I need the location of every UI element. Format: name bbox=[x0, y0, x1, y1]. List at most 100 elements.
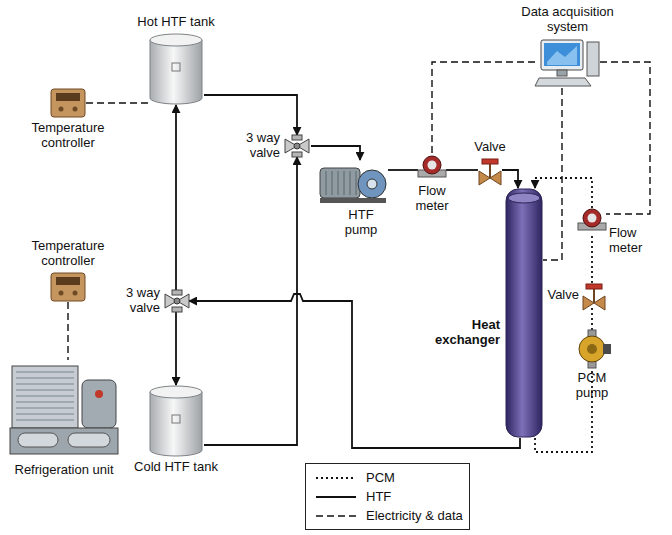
htf-pump-icon bbox=[318, 160, 388, 205]
screen bbox=[544, 43, 580, 66]
pump-base bbox=[320, 198, 386, 203]
motor-fin bbox=[356, 171, 357, 195]
htf-pipe bbox=[204, 95, 297, 135]
component-label: 3 way valve bbox=[118, 286, 160, 316]
motor-fin bbox=[338, 171, 339, 195]
data-cable bbox=[432, 62, 535, 155]
valve-core bbox=[294, 143, 300, 149]
heat-exchanger: Heat exchanger bbox=[505, 188, 543, 438]
controller-button bbox=[73, 107, 78, 112]
component-label: Valve bbox=[468, 140, 512, 155]
controller-display bbox=[56, 93, 80, 101]
valve-handle bbox=[482, 159, 498, 164]
three-way-valve-icon bbox=[283, 135, 311, 157]
htf-pipe bbox=[189, 294, 520, 448]
valve-body bbox=[594, 296, 605, 310]
tank-window bbox=[172, 63, 180, 71]
tank-window bbox=[172, 415, 180, 423]
meter-head bbox=[423, 156, 441, 174]
coil-line bbox=[16, 408, 74, 409]
valve-port bbox=[292, 152, 302, 157]
htf-pipe bbox=[388, 169, 418, 171]
pcm-pipe bbox=[535, 178, 592, 208]
meter-head bbox=[583, 209, 601, 227]
temperature-controller-icon bbox=[50, 272, 86, 302]
coil-line bbox=[16, 396, 74, 397]
pump-housing bbox=[358, 170, 386, 198]
component-label: Refrigeration unit bbox=[14, 463, 114, 478]
computer-icon: Data acquisition system bbox=[535, 38, 600, 88]
motor-fin bbox=[326, 171, 327, 195]
pcm-pump: PCM pump bbox=[572, 330, 612, 368]
tank-top bbox=[150, 386, 202, 398]
htf-pipe bbox=[446, 169, 478, 171]
component-label: Flow meter bbox=[410, 184, 454, 214]
legend-sample bbox=[314, 473, 358, 483]
valve-stem bbox=[593, 288, 595, 303]
machine-base bbox=[10, 428, 118, 454]
valve-icon bbox=[478, 158, 502, 186]
coil-line bbox=[16, 372, 74, 373]
component-label: Flow meter bbox=[609, 226, 655, 256]
pump-eye bbox=[367, 179, 377, 189]
monitor-stand bbox=[557, 70, 567, 76]
legend-text: HTF bbox=[366, 489, 391, 504]
screen-glare bbox=[547, 46, 577, 65]
refrigeration-unit-icon bbox=[8, 360, 120, 460]
component-label: 3 way valve bbox=[238, 131, 280, 161]
htf-pipe bbox=[175, 312, 177, 385]
htf-pipe bbox=[204, 157, 297, 445]
coil-line bbox=[16, 420, 74, 421]
three-way-valve: 3 way valve bbox=[283, 135, 311, 157]
exchanger-shell bbox=[506, 189, 542, 437]
controller-box bbox=[51, 89, 85, 117]
data-cable bbox=[67, 302, 68, 360]
valve-core bbox=[174, 298, 180, 304]
cold-tank: Cold HTF tank bbox=[148, 385, 204, 457]
coil-line bbox=[16, 414, 74, 415]
tank-body bbox=[150, 392, 202, 456]
tank-top bbox=[150, 34, 202, 46]
legend-sample bbox=[314, 511, 358, 521]
motor-fin bbox=[344, 171, 345, 195]
monitor bbox=[541, 40, 583, 70]
receiver-tank bbox=[18, 433, 58, 447]
exchanger-top bbox=[508, 193, 540, 203]
pc-tower bbox=[587, 42, 599, 76]
pcm-pipe bbox=[591, 234, 593, 283]
component-label: Temperature controller bbox=[23, 239, 113, 269]
legend-sample bbox=[314, 492, 358, 502]
coil-line bbox=[16, 378, 74, 379]
three-way-valve-icon bbox=[163, 290, 189, 312]
legend-row: HTF bbox=[314, 487, 461, 506]
controller-display bbox=[56, 277, 80, 285]
tank-body bbox=[150, 40, 202, 104]
legend-row: Electricity & data bbox=[314, 506, 461, 525]
flow-meter-icon bbox=[418, 155, 446, 181]
valve-port bbox=[292, 135, 302, 140]
valve-stem bbox=[489, 163, 491, 178]
legend-text: PCM bbox=[366, 470, 395, 485]
legend-text: Electricity & data bbox=[366, 508, 463, 523]
data-cable bbox=[543, 88, 562, 260]
controller-button bbox=[59, 107, 64, 112]
legend-line bbox=[316, 515, 356, 517]
pump-rotor bbox=[587, 344, 597, 354]
computer-icon-icon bbox=[535, 38, 600, 88]
pump-motor bbox=[603, 344, 611, 354]
cold-tank-icon bbox=[148, 385, 204, 457]
coil-line bbox=[16, 402, 74, 403]
refrigeration-unit: Refrigeration unit bbox=[8, 360, 120, 460]
valve-body bbox=[479, 171, 490, 185]
valve: Valve bbox=[582, 283, 602, 307]
flow-meter-icon bbox=[578, 208, 606, 234]
compressor bbox=[82, 380, 116, 428]
motor bbox=[320, 168, 360, 198]
valve: Valve bbox=[478, 158, 502, 186]
pcm-pipe bbox=[591, 307, 593, 330]
controller-box bbox=[51, 273, 85, 301]
temperature-controller: Temperature controller bbox=[50, 272, 86, 302]
indicator-light bbox=[95, 390, 103, 398]
motor-fin bbox=[332, 171, 333, 195]
hot-tank: Hot HTF tank bbox=[148, 33, 204, 105]
